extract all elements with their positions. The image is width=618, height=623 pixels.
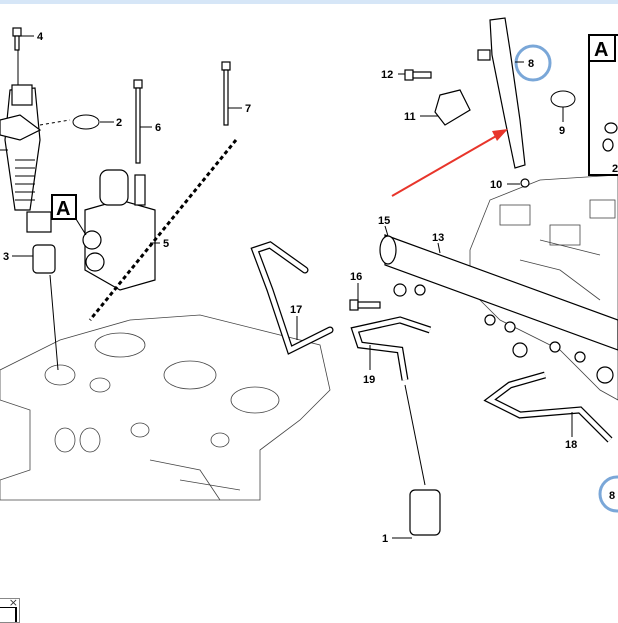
bolts <box>12 27 432 311</box>
callout-2: 2 <box>116 117 122 129</box>
callout-18: 18 <box>565 439 577 451</box>
callout-3: 3 <box>3 251 9 263</box>
callout-12: 12 <box>381 69 393 81</box>
pipe-19 <box>352 317 431 381</box>
callout-1: 1 <box>382 533 388 545</box>
highlight-circle-8-bottom <box>598 475 618 513</box>
engine-block-right <box>469 174 618 401</box>
callout-7: 7 <box>245 103 251 115</box>
injector <box>477 17 530 188</box>
callout-6: 6 <box>155 122 161 134</box>
highlight-circle-8 <box>514 44 552 82</box>
detail-label: A <box>56 198 70 220</box>
callout-11: 11 <box>404 111 416 123</box>
inset-a: A 2 <box>588 34 618 176</box>
callout-9: 9 <box>559 125 565 137</box>
callout-13: 13 <box>432 232 444 244</box>
callout-17: 17 <box>290 304 302 316</box>
dashed-guide <box>88 139 238 321</box>
leaders <box>0 35 573 539</box>
clamp <box>434 89 471 126</box>
o-ring <box>72 114 100 130</box>
fuel-rail <box>379 234 618 384</box>
red-arrow <box>391 129 508 197</box>
callout-5: 5 <box>163 238 169 250</box>
callout-10: 10 <box>490 179 502 191</box>
close-icon[interactable]: × <box>8 596 18 609</box>
top-bar <box>0 0 618 4</box>
callout-16: 16 <box>350 271 362 283</box>
engine-block-left <box>0 314 331 501</box>
pipe-18 <box>485 372 612 442</box>
pump-element <box>0 84 56 274</box>
pump-unit <box>82 169 156 291</box>
callout-8-bottom: 8 <box>609 490 615 502</box>
mini-window-frame <box>0 607 17 622</box>
inset-label: A <box>594 39 608 61</box>
detail-box <box>51 194 77 220</box>
o-ring-9 <box>550 90 576 108</box>
pressure-sensor <box>409 489 441 536</box>
pipe-17 <box>252 242 333 354</box>
callout-19: 19 <box>363 374 375 386</box>
callout-15: 15 <box>378 215 390 227</box>
callout-4: 4 <box>37 31 44 43</box>
mini-window[interactable]: × <box>0 596 20 623</box>
inset-callout: 2 <box>612 163 618 175</box>
callout-8: 8 <box>528 58 534 70</box>
